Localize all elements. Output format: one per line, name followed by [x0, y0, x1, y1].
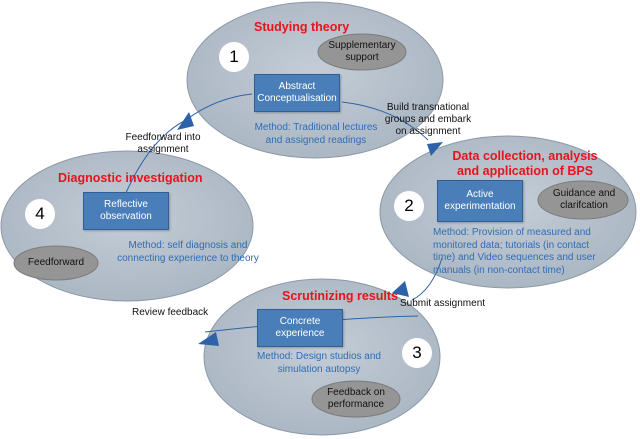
stage-2-title: Data collection, analysis and applicatio… [452, 149, 598, 178]
stage-4-number: 4 [35, 204, 45, 223]
stage-3-box: Concrete experience [257, 309, 343, 347]
stage-1-box: Abstract Conceptualisation [254, 74, 340, 112]
stage-3-number: 3 [412, 343, 422, 362]
stage-4-box: Reflective observation [83, 192, 169, 230]
stage-1-number: 1 [229, 47, 239, 66]
transition-label-2-to-3: Submit assignment [400, 298, 486, 309]
stage-number-circle-4 [25, 199, 55, 229]
stage-1-support-label: Supplementary support [328, 40, 396, 63]
stage-2-box: Active experimentation [437, 180, 523, 222]
support-oval-1 [317, 33, 407, 71]
stage-number-circle-1 [219, 42, 249, 72]
arrowhead-to-stage-1 [177, 112, 194, 130]
stage-number-circle-2 [394, 191, 424, 221]
connector-1-to-2 [341, 101, 429, 141]
support-oval-2 [537, 180, 629, 220]
support-oval-3 [311, 380, 401, 418]
transition-label-3-to-4: Review feedback [132, 307, 209, 318]
stage-2-support-label: Guidance and clarifcation [552, 188, 616, 211]
stage-2-number: 2 [404, 196, 414, 215]
support-oval-4 [13, 245, 99, 281]
arrowhead-to-stage-3 [392, 281, 409, 297]
transition-label-1-to-2: Build transnational groups and embark on… [384, 102, 472, 137]
stage-2-method: Method: Provision of measured and monito… [433, 227, 596, 276]
stage-4-title: Diagnostic investigation [58, 171, 203, 185]
stage-3-title: Scrutinizing results [282, 289, 398, 303]
arrowhead-to-stage-4 [198, 332, 219, 346]
stage-number-circle-3 [402, 338, 432, 368]
stage-1-title: Studying theory [254, 20, 350, 34]
arrowhead-to-stage-2 [427, 142, 443, 156]
stage-3-support-label: Feedback on performance [327, 387, 385, 410]
connector-2-to-3 [411, 257, 443, 301]
transition-label-4-to-1: Feedforward into assignment [125, 132, 201, 155]
stage-3-method: Method: Design studios and simulation au… [257, 351, 381, 375]
stage-1-method: Method: Traditional lectures and assigne… [254, 122, 378, 146]
stage-4-support-label: Feedforward [27, 257, 85, 268]
stage-4-method: Method: self diagnosis and connecting ex… [117, 240, 259, 264]
